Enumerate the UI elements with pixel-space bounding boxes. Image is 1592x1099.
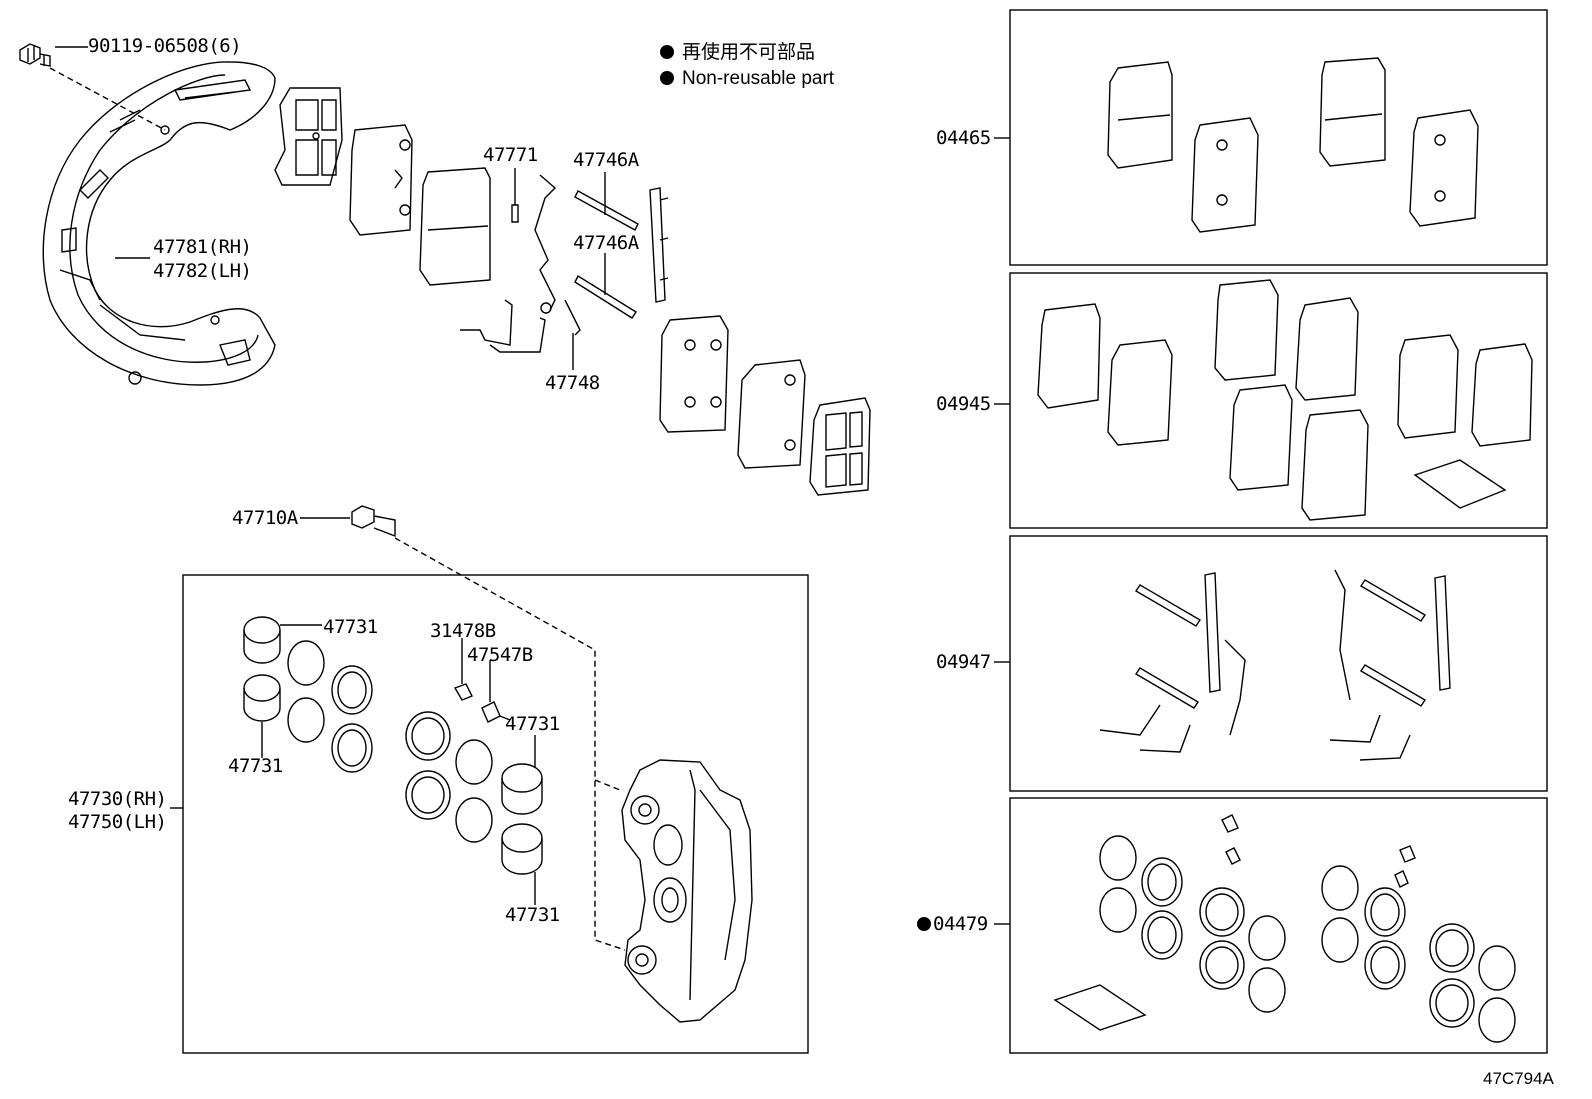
seal-rings-left xyxy=(287,640,373,773)
diagram-id: 47C794A xyxy=(1483,1069,1554,1088)
label-spring: 47748 xyxy=(545,372,600,394)
brake-pad-1 xyxy=(419,167,491,286)
kit-box-04945 xyxy=(1009,272,1548,529)
kit-04947-hardware xyxy=(1099,569,1451,761)
kit-04945-pads xyxy=(1037,279,1533,521)
caliper-body xyxy=(621,759,753,1023)
spring-47748 xyxy=(460,174,581,370)
pad-shim-3 xyxy=(737,359,806,469)
label-bleeder-bolt: 47710A xyxy=(232,507,298,529)
label-piston-left: 47731 xyxy=(228,755,283,777)
bleeder-cap-31478B xyxy=(453,638,473,701)
label-kit-04947: 04947 xyxy=(936,651,991,673)
non-reusable-bullet-icon xyxy=(917,917,931,931)
kit-04465-pads xyxy=(1107,57,1479,233)
label-bleeder-plug: 47547B xyxy=(467,644,533,666)
bullet-icon xyxy=(660,45,674,59)
bleeder-bolt-47710A xyxy=(300,505,396,538)
label-kit-04479: 04479 xyxy=(917,914,988,934)
kit-box-04465 xyxy=(1009,9,1548,266)
dust-cover-shield xyxy=(42,61,276,386)
label-caliper-lh: 47750(LH) xyxy=(68,811,167,833)
label-pin-lower: 47746A xyxy=(573,232,639,254)
brake-pad-2 xyxy=(659,315,729,433)
legend-en-text: Non-reusable part xyxy=(682,68,835,89)
piston-left-top xyxy=(243,616,322,664)
kit-box-04479 xyxy=(1009,797,1548,1054)
pad-shim-4 xyxy=(809,397,871,496)
label-kit-04465: 04465 xyxy=(936,127,991,149)
retainer-plate xyxy=(649,187,669,303)
clip-47771 xyxy=(511,168,519,223)
seal-rings-right xyxy=(405,711,493,843)
piston-right-top xyxy=(501,735,543,815)
label-kit-04479-text: 04479 xyxy=(933,913,988,935)
caliper-box xyxy=(182,574,809,1054)
label-clip: 47771 xyxy=(483,144,538,166)
bolt-90119 xyxy=(19,43,88,67)
label-caliper-rh: 47730(RH) xyxy=(68,788,167,810)
pad-shim-2 xyxy=(349,124,413,236)
label-kit-04945: 04945 xyxy=(936,393,991,415)
label-piston-mid: 47731 xyxy=(505,713,560,735)
bullet-icon xyxy=(660,71,674,85)
legend-jp-text: 再使用不可部品 xyxy=(682,42,816,63)
label-piston-bottom: 47731 xyxy=(505,904,560,926)
legend-en: Non-reusable part xyxy=(660,68,834,90)
kit-04479-seals xyxy=(1053,814,1516,1043)
bleeder-plug-47547B xyxy=(481,660,511,723)
legend-jp: 再使用不可部品 xyxy=(660,42,815,64)
label-bolt-top: 90119-06508(6) xyxy=(88,35,242,57)
label-dust-cover-lh: 47782(LH) xyxy=(153,260,252,282)
label-piston-top: 47731 xyxy=(323,616,378,638)
kit-box-04947 xyxy=(1009,535,1548,792)
label-pin-upper: 47746A xyxy=(573,149,639,171)
piston-left-bottom xyxy=(243,674,281,758)
label-bleeder-cap: 31478B xyxy=(430,620,496,642)
label-dust-cover-rh: 47781(RH) xyxy=(153,236,252,258)
pad-shim-1 xyxy=(274,87,343,186)
piston-right-bottom xyxy=(501,823,543,905)
pin-47746A xyxy=(574,172,639,319)
